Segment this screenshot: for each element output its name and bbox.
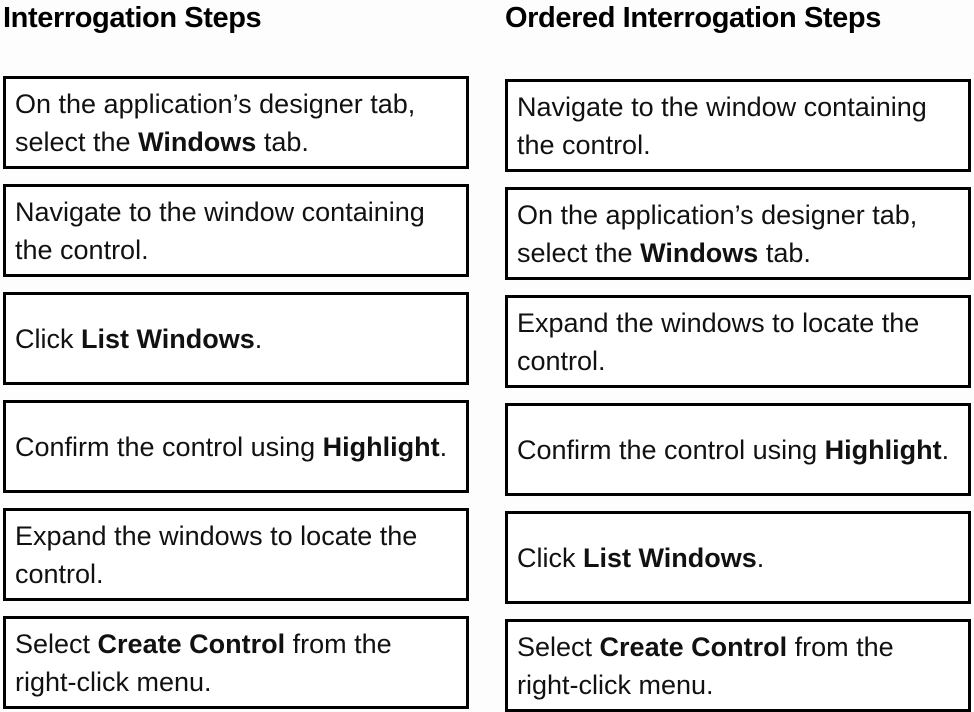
step-card[interactable]: On the application’s designer tab,select… bbox=[3, 76, 469, 169]
bold-text: Highlight bbox=[322, 431, 440, 462]
bold-text: List Windows bbox=[81, 323, 255, 354]
column-title-interrogation-steps: Interrogation Steps bbox=[3, 2, 262, 34]
step-card[interactable]: Confirm the control using Highlight. bbox=[505, 403, 971, 496]
step-card-text: Click List Windows. bbox=[517, 542, 765, 573]
bold-text: Windows bbox=[138, 126, 257, 157]
bold-text: Windows bbox=[640, 237, 759, 268]
bold-text: Highlight bbox=[824, 434, 942, 465]
step-card[interactable]: Click List Windows. bbox=[3, 292, 469, 385]
step-card[interactable]: Click List Windows. bbox=[505, 511, 971, 604]
bold-text: Create Control bbox=[599, 631, 788, 662]
step-card[interactable]: Confirm the control using Highlight. bbox=[3, 400, 469, 493]
bold-text: List Windows bbox=[583, 542, 757, 573]
bold-text: Create Control bbox=[97, 628, 286, 659]
step-card-text: On the application’s designer tab,select… bbox=[15, 88, 416, 157]
step-card-text: Confirm the control using Highlight. bbox=[15, 431, 448, 462]
step-card-text: On the application’s designer tab,select… bbox=[517, 199, 918, 268]
column-ordered-interrogation-steps: Ordered Interrogation Steps Navigate to … bbox=[505, 2, 971, 712]
step-card-list-source: On the application’s designer tab,select… bbox=[3, 76, 469, 709]
step-card[interactable]: On the application’s designer tab,select… bbox=[505, 187, 971, 280]
step-card-text: Confirm the control using Highlight. bbox=[517, 434, 950, 465]
column-interrogation-steps: Interrogation Steps On the application’s… bbox=[3, 2, 469, 709]
step-card-text: Click List Windows. bbox=[15, 323, 263, 354]
column-title-ordered-interrogation-steps: Ordered Interrogation Steps bbox=[505, 2, 881, 34]
